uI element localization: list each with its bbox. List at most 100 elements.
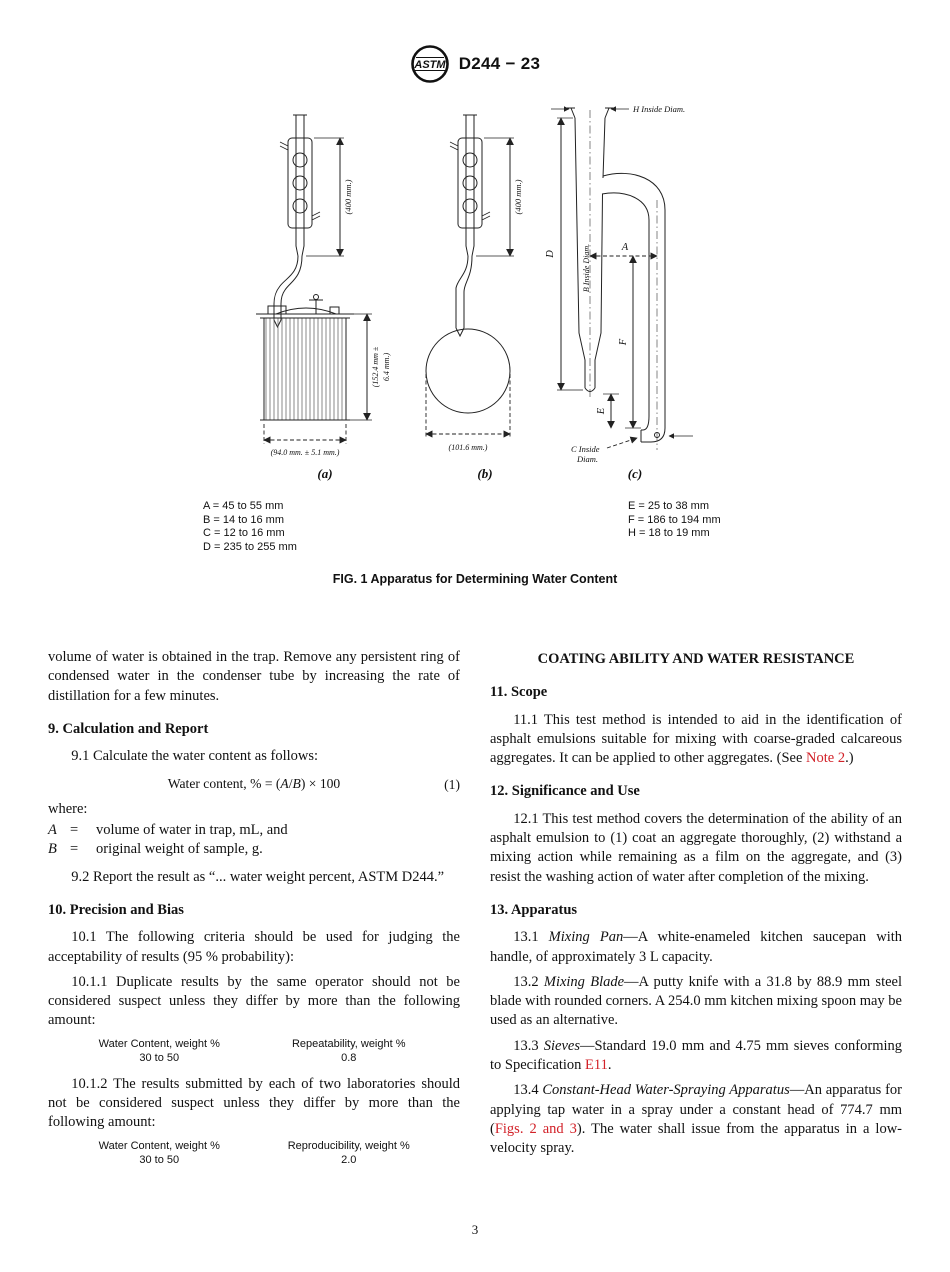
apparatus-term: Mixing Blade — [543, 973, 625, 990]
repeatability-table: Water Content, weight % Repeatability, w… — [64, 1037, 443, 1065]
reproducibility-table: Water Content, weight % Reproducibility,… — [64, 1139, 443, 1167]
paragraph-10-1-1: 10.1.1 Duplicate results by the same ope… — [48, 973, 460, 1029]
apparatus-b-diagram: (400 mm.) (101.6 mm.) — [425, 114, 523, 452]
c-inside-diam-annotation: C Inside Diam. — [571, 433, 693, 464]
table-value-row: 30 to 50 0.8 — [64, 1051, 443, 1065]
section-13-heading: 13. Apparatus — [490, 901, 578, 918]
table-cell: 2.0 — [341, 1153, 357, 1166]
where-label: where: — [48, 800, 88, 817]
apparatus-term: Mixing Pan — [548, 929, 624, 946]
legend-item-e: E = 25 to 38 mm — [628, 500, 710, 512]
label-a: A — [621, 242, 629, 253]
dim-label-width-a: (94.0 mm. ± 5.1 mm.) — [271, 448, 340, 457]
section-9-heading: 9. Calculation and Report — [48, 720, 209, 737]
paragraph-9-2: 9.2 Report the result as “... water weig… — [71, 868, 445, 885]
dim-label-height-a-1: (152.4 mm ± — [371, 346, 380, 387]
definition-desc: original weight of sample, g. — [96, 841, 263, 858]
section-10-heading: 10. Precision and Bias — [48, 901, 184, 918]
paragraph-13-2: 13.2 Mixing Blade—A putty knife with a 3… — [490, 973, 902, 1029]
definition-equals: = — [70, 822, 79, 839]
apparatus-term: Constant-Head Water-Spraying Apparatus — [542, 1082, 790, 1099]
paragraph-13-1: 13.1 Mixing Pan—A white-enameled kitchen… — [490, 929, 903, 965]
paragraph-13-4: 13.4 Constant-Head Water-Spraying Appara… — [490, 1082, 903, 1157]
label-c-diam: Diam. — [576, 454, 598, 464]
label-d: D — [545, 250, 556, 259]
figure-sublabel-b: (b) — [477, 466, 493, 481]
page-number: 3 — [471, 1222, 479, 1237]
dim-label-400mm-b: (400 mm.) — [513, 179, 523, 214]
definition-term: A — [48, 822, 57, 839]
h-inside-diam-annotation: H Inside Diam. — [551, 104, 685, 114]
equation-1: Water content, % = (A/B) × 100 (1) — [48, 774, 460, 793]
legend-item-h: H = 18 to 19 mm — [628, 527, 710, 539]
figure-sublabel-a: (a) — [317, 466, 333, 481]
figure-legend-right: E = 25 to 38 mm F = 186 to 194 mm H = 18… — [628, 500, 721, 541]
figs-2-3-link[interactable]: Figs. 2 and 3 — [494, 1120, 577, 1137]
dimension-f: F — [618, 255, 641, 429]
equation-body: Water content, % = (A/B) × 100 — [167, 776, 341, 792]
note-2-link[interactable]: Note 2 — [806, 750, 846, 767]
label-h-inside-diam: H Inside Diam. — [632, 104, 685, 114]
paragraph-9-1: 9.1 Calculate the water content as follo… — [71, 748, 319, 765]
figure-sublabel-c: (c) — [627, 466, 643, 481]
table-header-row: Water Content, weight % Repeatability, w… — [64, 1037, 443, 1051]
dimension-400mm-b: (400 mm.) — [476, 137, 523, 257]
dimension-a: A — [589, 242, 658, 260]
metal-still-vessel — [256, 294, 354, 421]
table-header-cell: Reproducibility, weight % — [287, 1139, 410, 1152]
legend-item-c: C = 12 to 16 mm — [203, 527, 285, 539]
dimension-e: E — [596, 393, 619, 429]
legend-item-a: A = 45 to 55 mm — [203, 500, 284, 512]
condenser-b — [449, 114, 491, 257]
dimension-width-a: (94.0 mm. ± 5.1 mm.) — [263, 424, 347, 457]
dimension-width-b: (101.6 mm.) — [425, 374, 511, 452]
table-header-cell: Repeatability, weight % — [291, 1037, 406, 1050]
e11-spec-link[interactable]: E11 — [585, 1057, 608, 1074]
label-e: E — [596, 407, 607, 415]
paragraph-13-3: 13.3 Sieves—Standard 19.0 mm and 4.75 mm… — [490, 1037, 903, 1074]
dimension-400mm-a: (400 mm.) — [306, 137, 353, 257]
drip-tube-a — [273, 255, 303, 329]
paragraph-10-1: 10.1 The following criteria should be us… — [48, 929, 460, 965]
condenser-a — [279, 114, 321, 257]
section-11-heading: 11. Scope — [490, 684, 548, 701]
doc-designation: D244 − 23 — [458, 54, 541, 73]
left-column: volume of water is obtained in the trap.… — [48, 648, 460, 1177]
definition-term: B — [48, 841, 57, 858]
figure-legend-left: A = 45 to 55 mm B = 14 to 16 mm C = 12 t… — [203, 500, 297, 554]
table-cell: 30 to 50 — [139, 1051, 180, 1064]
table-header-row: Water Content, weight % Reproducibility,… — [64, 1139, 443, 1153]
paragraph-12-1: 12.1 This test method covers the determi… — [490, 810, 902, 885]
adapter-tube-b — [455, 255, 473, 338]
table-cell: 30 to 50 — [139, 1153, 180, 1166]
table-value-row: 30 to 50 2.0 — [64, 1153, 443, 1167]
glass-trap-c-diagram: H Inside Diam. D B Inside Diam. A — [545, 104, 693, 464]
section-12-heading: 12. Significance and Use — [490, 783, 640, 800]
paragraph-10-1-2: 10.1.2 The results submitted by each of … — [48, 1075, 460, 1131]
astm-logo-icon: ASTM — [410, 45, 449, 83]
coating-ability-header: COATING ABILITY AND WATER RESISTANCE — [537, 651, 855, 667]
paragraph-continuation: volume of water is obtained in the trap.… — [48, 649, 460, 704]
legend-item-b: B = 14 to 16 mm — [203, 513, 285, 526]
table-header-cell: Water Content, weight % — [98, 1139, 220, 1152]
page-header: ASTM D244 − 23 — [0, 44, 950, 84]
legend-item-f: F = 186 to 194 mm — [628, 513, 721, 526]
label-b-inside-diam: B Inside Diam. — [582, 244, 591, 292]
astm-logo-text: ASTM — [413, 59, 446, 71]
dim-label-height-a-2: 6.4 mm.) — [382, 353, 391, 382]
legend-item-d: D = 235 to 255 mm — [203, 540, 297, 553]
paragraph-11-1: 11.1 This test method is intended to aid… — [490, 711, 902, 767]
label-f: F — [618, 338, 629, 346]
apparatus-term: Sieves — [543, 1037, 580, 1054]
table-header-cell: Water Content, weight % — [98, 1037, 220, 1050]
figure-caption: FIG. 1 Apparatus for Determining Water C… — [332, 572, 618, 586]
definition-row-a: A = volume of water in trap, mL, and — [48, 821, 460, 840]
definition-row-b: B = original weight of sample, g. — [48, 840, 460, 859]
dim-label-width-b: (101.6 mm.) — [449, 443, 488, 452]
round-flask-b — [425, 328, 511, 414]
dim-label-400mm-a: (400 mm.) — [343, 179, 353, 214]
right-column: COATING ABILITY AND WATER RESISTANCE 11.… — [490, 648, 902, 1177]
definition-desc: volume of water in trap, mL, and — [96, 822, 288, 839]
dimension-d: D — [545, 117, 583, 391]
